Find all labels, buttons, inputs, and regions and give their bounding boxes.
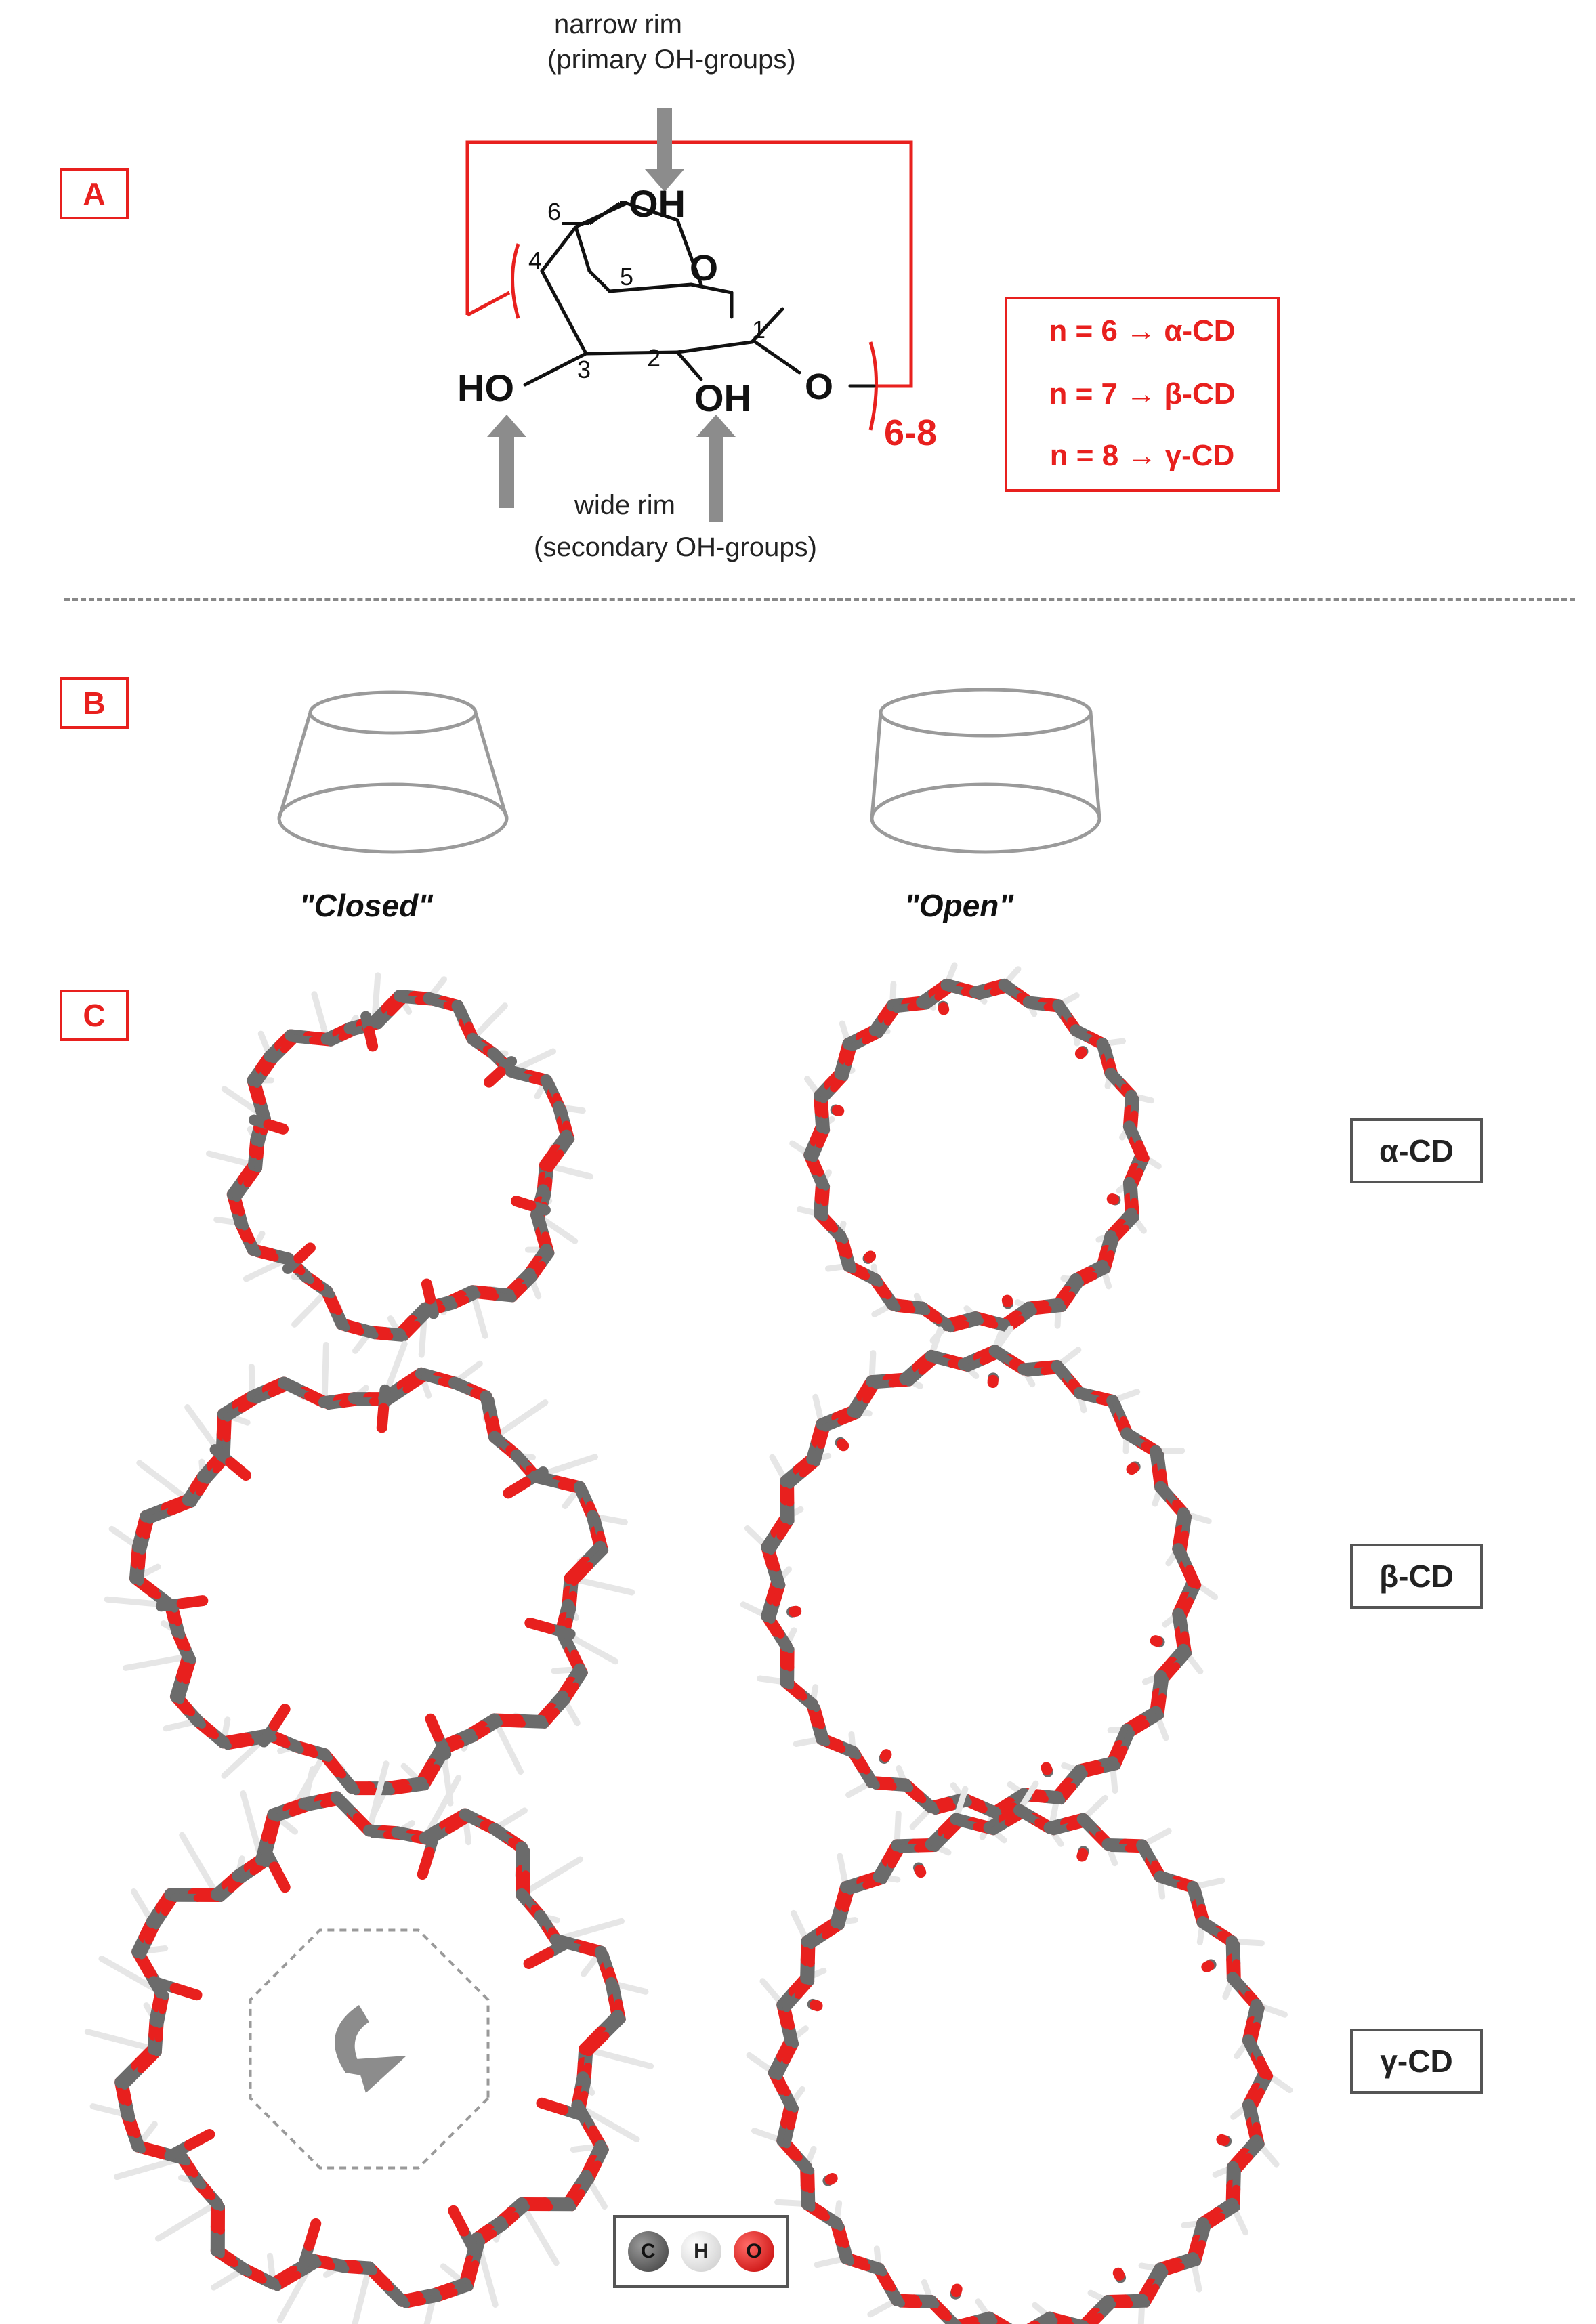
narrow-rim-label: narrow rim [554,9,682,39]
ring-oxygen: O [690,248,719,289]
atom-number-4: 4 [528,247,543,274]
n-line-gamma: n = 8 → γ-CD [1049,439,1235,472]
carbon-legend-icon: C [628,2231,669,2272]
panel-label-c: C [60,990,129,1041]
atom-number-6: 6 [547,198,562,226]
atom-number-2: 2 [647,344,661,372]
oxygen-legend-icon: O [734,2231,774,2272]
cd-label-beta: β-CD [1350,1544,1483,1609]
atom-number-3: 3 [577,356,591,383]
linking-oxygen: O [805,366,834,407]
cd-label-alpha: α-CD [1350,1118,1483,1183]
oh-top: OH [629,182,686,225]
n-line-alpha: n = 6 → α-CD [1049,314,1236,347]
panel-label-b: B [60,677,129,729]
section-divider [64,598,1575,601]
narrow-rim-sub-label: (primary OH-groups) [547,45,796,75]
atom-legend: C H O [613,2215,789,2288]
atom-number-1: 1 [752,316,766,343]
panel-label-a: A [60,168,129,219]
cd-label-gamma: γ-CD [1350,2029,1483,2094]
wide-rim-label: wide rim [574,490,675,520]
n-line-beta: n = 7 → β-CD [1049,377,1236,410]
open-frustum [870,688,1101,854]
hydrogen-legend-icon: H [681,2231,721,2272]
rotation-arrow-icon [335,2005,369,2076]
wide-rim-sub-label: (secondary OH-groups) [534,532,817,562]
glucose-structure [465,108,913,522]
n-value-box: n = 6 → α-CD n = 7 → β-CD n = 8 → γ-CD [1005,297,1280,492]
closed-label: "Closed" [299,888,433,923]
wide-rim-arrow-right [696,415,736,522]
atom-number-5: 5 [620,263,634,291]
oh-right: OH [694,377,751,419]
narrow-rim-arrow [645,108,684,192]
closed-frustum [277,690,509,854]
hydrogen-bond-network [249,1928,490,2170]
open-label: "Open" [904,888,1014,923]
ho-left: HO [457,366,514,409]
rotation-arrowhead-icon [356,2056,406,2093]
repeat-count: 6-8 [884,413,938,453]
wide-rim-arrow-left [487,415,526,508]
